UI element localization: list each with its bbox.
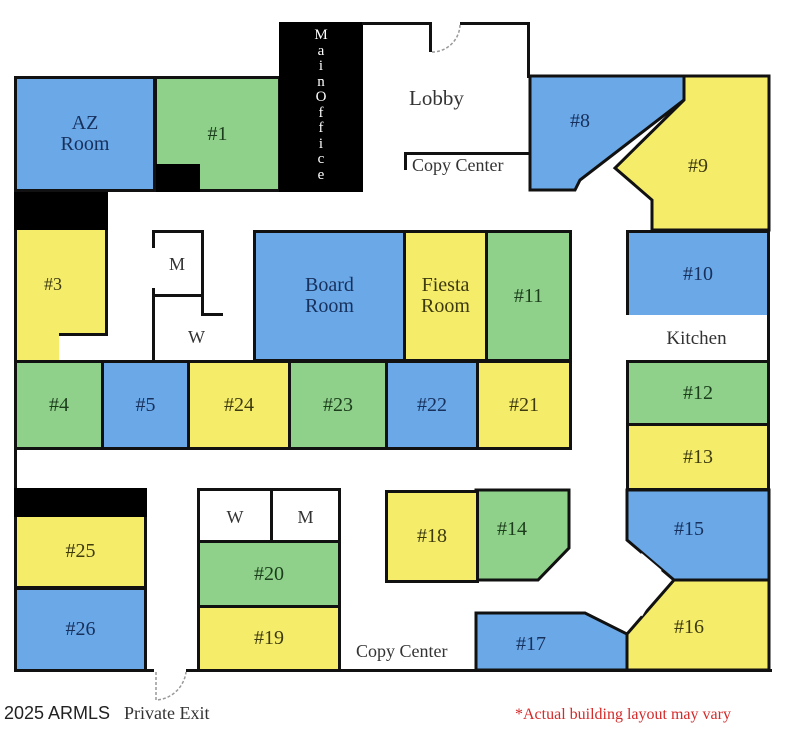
restroom-top-wall bbox=[152, 230, 204, 233]
room-20[interactable]: #20 bbox=[197, 540, 341, 608]
room-25-label: #25 bbox=[65, 540, 96, 562]
private-exit-label: Private Exit bbox=[124, 703, 210, 723]
copy-center-bottom-label: Copy Center bbox=[356, 641, 448, 661]
lobby-wall-top-left bbox=[362, 22, 430, 25]
room-25[interactable]: #25 bbox=[14, 517, 147, 589]
az-room-line1: AZ bbox=[71, 112, 99, 134]
room-10[interactable]: #10 bbox=[626, 230, 770, 318]
room-18-label: #18 bbox=[417, 525, 447, 547]
lobby-wall-top-right bbox=[460, 22, 530, 25]
layout-disclaimer: *Actual building layout may vary bbox=[515, 706, 731, 723]
room-17-label[interactable]: #17 bbox=[516, 633, 546, 655]
board-room-line2: Room bbox=[305, 295, 354, 317]
room-22-label: #22 bbox=[417, 393, 447, 416]
main-office-letter: i bbox=[318, 58, 324, 74]
room-16-label[interactable]: #16 bbox=[674, 616, 704, 638]
room-5-label: #5 bbox=[135, 393, 156, 416]
room-12-label: #12 bbox=[683, 381, 713, 404]
room-1-label: #1 bbox=[207, 122, 228, 145]
room-13-label: #13 bbox=[683, 445, 713, 468]
restroom-w-bottom[interactable]: W bbox=[197, 488, 273, 543]
storage-block-left bbox=[14, 192, 108, 230]
room-3-label: #3 bbox=[44, 274, 62, 294]
room-12[interactable]: #12 bbox=[626, 360, 770, 426]
board-room-line1: Board bbox=[305, 274, 354, 296]
main-office-letter: a bbox=[317, 42, 325, 59]
copyright-text: 2025 ARMLS bbox=[4, 703, 111, 723]
room-17-shape bbox=[474, 611, 629, 672]
fiesta-room-line2: Room bbox=[421, 295, 470, 317]
room-20-label: #20 bbox=[254, 562, 284, 585]
copy-center-top-label: Copy Center bbox=[412, 155, 504, 175]
restroom-m-top-label: M bbox=[169, 254, 186, 274]
room-19-label: #19 bbox=[254, 627, 284, 649]
main-office-letter: e bbox=[317, 166, 325, 183]
kitchen-label: Kitchen bbox=[666, 328, 727, 350]
main-office-letter: M bbox=[314, 27, 328, 43]
room-3[interactable]: #3 bbox=[14, 230, 108, 360]
lobby-wall-right bbox=[527, 22, 530, 78]
room-24-label: #24 bbox=[224, 393, 254, 416]
storage-block-room-1 bbox=[156, 164, 200, 192]
copy-center-wall-left bbox=[404, 152, 407, 170]
room-main-office[interactable]: M a i n O f f i c e bbox=[279, 22, 363, 192]
room-24[interactable]: #24 bbox=[187, 360, 291, 450]
room-4-label: #4 bbox=[49, 393, 69, 416]
room-21-label: #21 bbox=[509, 393, 539, 416]
main-office-letter: f bbox=[318, 120, 324, 136]
restroom-left-wall-1 bbox=[152, 230, 155, 248]
main-office-letter: c bbox=[317, 151, 325, 167]
room-23[interactable]: #23 bbox=[288, 360, 388, 450]
room-13[interactable]: #13 bbox=[626, 423, 770, 491]
restroom-stub bbox=[201, 313, 223, 316]
main-office-letter: O bbox=[315, 89, 327, 105]
restroom-divider bbox=[152, 294, 204, 297]
lobby-door-jamb bbox=[429, 22, 432, 52]
room-16-shape bbox=[625, 578, 771, 672]
lobby-label: Lobby bbox=[409, 86, 464, 110]
main-office-letter: i bbox=[318, 135, 324, 152]
restroom-m-bottom-label: M bbox=[297, 506, 314, 527]
room-11-label: #11 bbox=[513, 284, 544, 307]
room-19[interactable]: #19 bbox=[197, 605, 341, 672]
room-9-shape bbox=[612, 74, 771, 232]
room-11[interactable]: #11 bbox=[485, 230, 572, 362]
copy-center-wall-top bbox=[404, 152, 530, 155]
room-5[interactable]: #5 bbox=[101, 360, 190, 450]
room-8-label[interactable]: #8 bbox=[570, 110, 590, 132]
main-office-letter: f bbox=[318, 104, 324, 121]
room-4[interactable]: #4 bbox=[14, 360, 104, 450]
room-22[interactable]: #22 bbox=[385, 360, 479, 450]
restroom-m-bottom[interactable]: M bbox=[270, 488, 341, 543]
main-office-letter: n bbox=[317, 73, 325, 90]
restroom-right-wall bbox=[201, 230, 204, 316]
room-26-label: #26 bbox=[65, 618, 96, 640]
fiesta-room-line1: Fiesta bbox=[421, 274, 470, 296]
room-9-label[interactable]: #9 bbox=[688, 155, 708, 177]
storage-block-bottom-left bbox=[14, 488, 147, 518]
room-18[interactable]: #18 bbox=[385, 490, 479, 583]
room-10-label: #10 bbox=[683, 262, 713, 285]
room-21[interactable]: #21 bbox=[476, 360, 572, 450]
az-room-line2: Room bbox=[60, 133, 110, 155]
room-23-label: #23 bbox=[323, 393, 353, 416]
room-26[interactable]: #26 bbox=[14, 587, 147, 672]
room-kitchen[interactable]: Kitchen bbox=[626, 315, 770, 363]
restroom-left-wall-2 bbox=[152, 288, 155, 360]
restroom-w-top-label: W bbox=[188, 327, 205, 347]
restroom-w-bottom-label: W bbox=[226, 506, 244, 527]
room-15-label[interactable]: #15 bbox=[674, 518, 704, 540]
room-14-label[interactable]: #14 bbox=[497, 518, 527, 540]
